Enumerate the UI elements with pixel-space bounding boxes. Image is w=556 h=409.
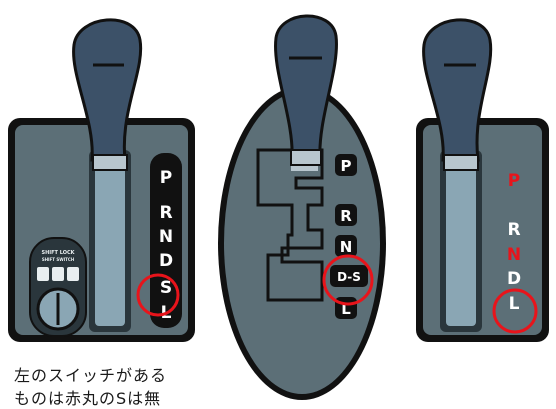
left-gate-rail: [95, 156, 125, 326]
caption-line-1: 左のスイッチがある: [14, 366, 168, 385]
left-knob-collar: [92, 154, 128, 171]
right-pos-r: R: [507, 220, 520, 240]
switch-indicator-1: [37, 267, 49, 281]
right-highlight-circle: [492, 288, 538, 334]
right-gate-rail: [446, 156, 476, 326]
center-pos-n-badge: [335, 235, 357, 257]
center-knob-collar: [290, 149, 322, 166]
center-pos-p: P: [341, 157, 352, 175]
left-pos-p: P: [160, 168, 172, 188]
center-pos-r: R: [340, 207, 352, 225]
right-pos-n: N: [507, 245, 521, 265]
left-highlight-circle: [136, 273, 180, 317]
center-pos-p-badge: [335, 154, 357, 176]
right-knob-collar: [443, 154, 479, 171]
center-pos-l: L: [341, 300, 351, 318]
left-pos-r: R: [159, 203, 172, 223]
center-gate-outline: [256, 148, 324, 302]
right-pos-p: P: [508, 171, 520, 191]
center-pos-ds-badge: [330, 265, 368, 287]
left-shift-selector: P R N D S L SHIFT LOCK SHIFT SWITCH: [8, 18, 195, 342]
caption-line-2: ものは赤丸のSは無: [14, 389, 162, 408]
right-pos-l: L: [509, 294, 520, 314]
center-pos-r-badge: [335, 204, 357, 226]
left-pos-n: N: [159, 227, 173, 247]
center-pos-ds: D-S: [337, 270, 361, 284]
left-shift-knob: [72, 18, 143, 162]
switch-indicator-3: [67, 267, 79, 281]
switch-label: SHIFT LOCK: [41, 250, 75, 256]
switch-sublabel: SHIFT SWITCH: [42, 257, 74, 262]
center-shift-selector: P R N D-S L: [218, 14, 386, 400]
right-pos-d: D: [507, 269, 521, 289]
center-pos-n: N: [340, 238, 353, 256]
right-shift-selector: P R N D L: [416, 18, 549, 342]
center-shift-knob: [274, 14, 338, 160]
center-highlight-circle: [322, 254, 374, 306]
left-pos-s: S: [160, 278, 172, 298]
switch-indicator-2: [52, 267, 64, 281]
left-pos-d: D: [159, 251, 173, 271]
right-shift-knob: [422, 18, 493, 162]
shift-lock-switch: SHIFT LOCK SHIFT SWITCH: [29, 237, 87, 337]
